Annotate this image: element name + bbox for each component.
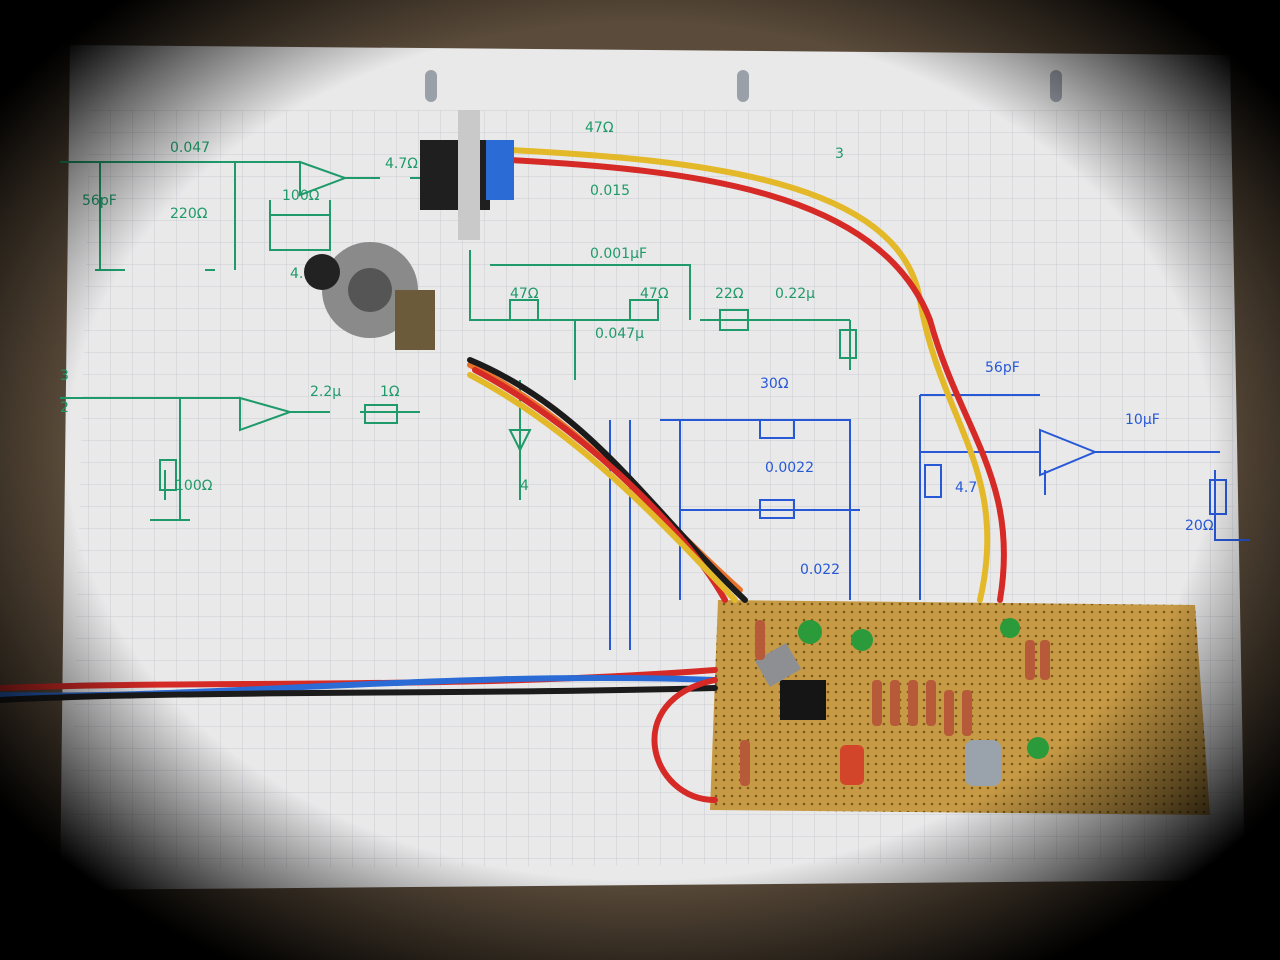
vignette-overlay: [0, 0, 1280, 960]
photo-stage: 0.0474.7Ω347Ω56pF220Ω100Ω0.001µF47Ω47Ω22…: [0, 0, 1280, 960]
breadboard-photo: 0.0474.7Ω347Ω56pF220Ω100Ω0.001µF47Ω47Ω22…: [0, 0, 1280, 960]
